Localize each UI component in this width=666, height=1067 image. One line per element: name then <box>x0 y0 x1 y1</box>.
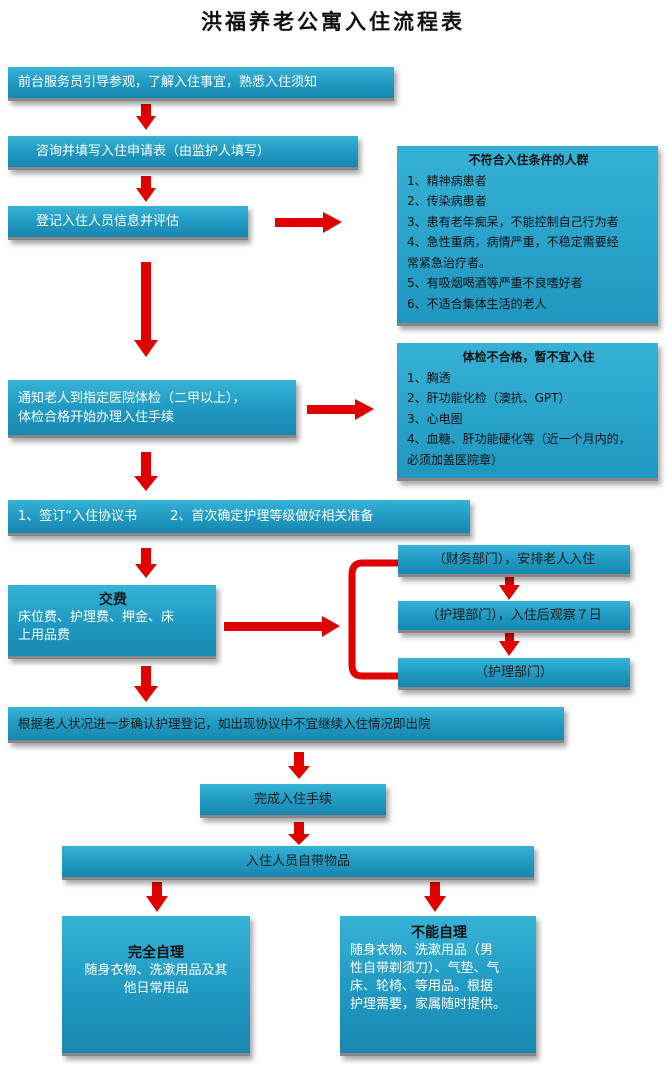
step-payment-title: 交费 <box>99 592 127 608</box>
page-title: 洪福养老公寓入住流程表 <box>201 9 465 34</box>
step-belongings-label: 入住人员自带物品 <box>245 853 350 869</box>
checkup-item: 4、血糖、肝功能硬化等（近一个月内的， <box>407 432 631 446</box>
step-medical-checkup-line: 通知老人到指定医院体检（二甲以上）， <box>18 391 246 406</box>
down-arrow-10 <box>424 882 446 912</box>
not-self-care-line: 随身衣物、洗漱用品（男 <box>350 943 494 958</box>
step-register-assess-label: 登记入住人员信息并评估 <box>36 213 180 229</box>
dept-finance: （财务部门），安排老人入住 <box>398 545 630 577</box>
exclusion-header: 不符合入住条件的人群 <box>468 153 589 167</box>
step-payment-line: 床位费、护理费、押金、床 <box>18 610 175 625</box>
right-arrow-2 <box>307 399 374 420</box>
step-guide-visit-label: 前台服务员引导参观，了解入住事宜，熟悉入住须知 <box>18 74 318 90</box>
step-sign-agreement-label: 1、签订“入住协议书 2、首次确定护理等级做好相关准备 <box>18 508 374 524</box>
step-sign-agreement: 1、签订“入住协议书 2、首次确定护理等级做好相关准备 <box>8 500 470 536</box>
step-complete: 完成入住手续 <box>200 784 386 818</box>
checkup-box: 体检不合格，暂不宜入住 1、胸透 2、肝功能化检（澳抗、GPT） 3、心电图 4… <box>397 343 658 481</box>
right-arrow-3 <box>224 616 340 637</box>
step-payment: 交费 床位费、护理费、押金、床 上用品费 <box>8 585 216 659</box>
step-application-form-label: 咨询并填写入住申请表（由监护人填写） <box>36 143 271 159</box>
down-arrow-9 <box>146 882 168 912</box>
step-belongings: 入住人员自带物品 <box>62 846 534 880</box>
exclusion-box: 不符合入住条件的人群 1、精神病患者 2、传染病患者 3、患有老年痴呆，不能控制… <box>397 146 658 326</box>
dept-finance-label: （财务部门），安排老人入住 <box>432 551 596 567</box>
not-self-care-box: 不能自理 随身衣物、洗漱用品（男 性自带剃须刀）、气垫、气 床、轮椅、等用品。根… <box>340 916 536 1056</box>
down-arrow-4 <box>134 452 158 491</box>
checkup-item: 3、心电图 <box>407 411 463 426</box>
self-care-line: 他日常用品 <box>123 981 189 996</box>
step-guide-visit: 前台服务员引导参观，了解入住事宜，熟悉入住须知 <box>8 67 394 101</box>
not-self-care-title: 不能自理 <box>411 925 467 941</box>
down-arrow-3 <box>134 262 158 357</box>
checkup-item: 2、肝功能化检（澳抗、GPT） <box>407 391 571 405</box>
dept-arrow-1 <box>499 577 520 600</box>
step-register-assess: 登记入住人员信息并评估 <box>8 206 248 240</box>
checkup-item: 1、胸透 <box>407 370 451 385</box>
step-complete-label: 完成入住手续 <box>253 791 332 807</box>
step-confirm-nursing: 根据老人状况进一步确认护理登记，如出现协议中不宜继续入住情况即出院 <box>8 707 564 743</box>
exclusion-item: 4、急性重病，病情严重，不稳定需要经 <box>407 235 619 249</box>
dept-nursing-label: （护理部门） <box>474 664 553 680</box>
dept-nursing-observe-label: （护理部门），入住后观察７日 <box>426 607 602 623</box>
checkup-item: 必须加盖医院章） <box>407 452 504 467</box>
step-confirm-nursing-label: 根据老人状况进一步确认护理登记，如出现协议中不宜继续入住情况即出院 <box>18 715 431 731</box>
exclusion-item: 6、不适合集体生活的老人 <box>407 296 547 311</box>
step-medical-checkup-line: 体检合格开始办理入住手续 <box>18 410 175 425</box>
right-arrow-1 <box>275 212 342 233</box>
self-care-line: 随身衣物、洗漱用品及其 <box>84 963 228 978</box>
not-self-care-line: 护理需要，家属随时提供。 <box>350 997 507 1012</box>
down-arrow-2 <box>136 176 156 202</box>
self-care-box: 完全自理 随身衣物、洗漱用品及其 他日常用品 <box>62 916 250 1056</box>
exclusion-item: 2、传染病患者 <box>407 194 487 208</box>
step-medical-checkup: 通知老人到指定医院体检（二甲以上）， 体检合格开始办理入住手续 <box>8 380 296 438</box>
down-arrow-7 <box>288 752 310 779</box>
not-self-care-line: 床、轮椅、等用品。根据 <box>350 979 494 994</box>
down-arrow-5 <box>135 548 157 578</box>
exclusion-item: 5、有吸烟喝酒等严重不良嗜好者 <box>407 276 583 290</box>
dept-nursing-observe: （护理部门），入住后观察７日 <box>398 601 630 633</box>
dept-arrow-2 <box>499 633 520 656</box>
down-arrow-1 <box>136 104 156 130</box>
down-arrow-8 <box>288 822 310 845</box>
down-arrow-6 <box>134 666 158 702</box>
department-bracket <box>348 559 398 680</box>
step-payment-line: 上用品费 <box>18 628 71 643</box>
exclusion-item: 1、精神病患者 <box>407 173 487 188</box>
checkup-header: 体检不合格，暂不宜入住 <box>462 350 595 364</box>
exclusion-item: 3、患有老年痴呆，不能控制自己行为者 <box>407 214 619 229</box>
dept-nursing: （护理部门） <box>398 658 630 690</box>
self-care-title: 完全自理 <box>128 945 184 961</box>
exclusion-item: 常紧急治疗者。 <box>407 255 492 270</box>
step-application-form: 咨询并填写入住申请表（由监护人填写） <box>8 136 358 170</box>
not-self-care-line: 性自带剃须刀）、气垫、气 <box>350 961 500 976</box>
